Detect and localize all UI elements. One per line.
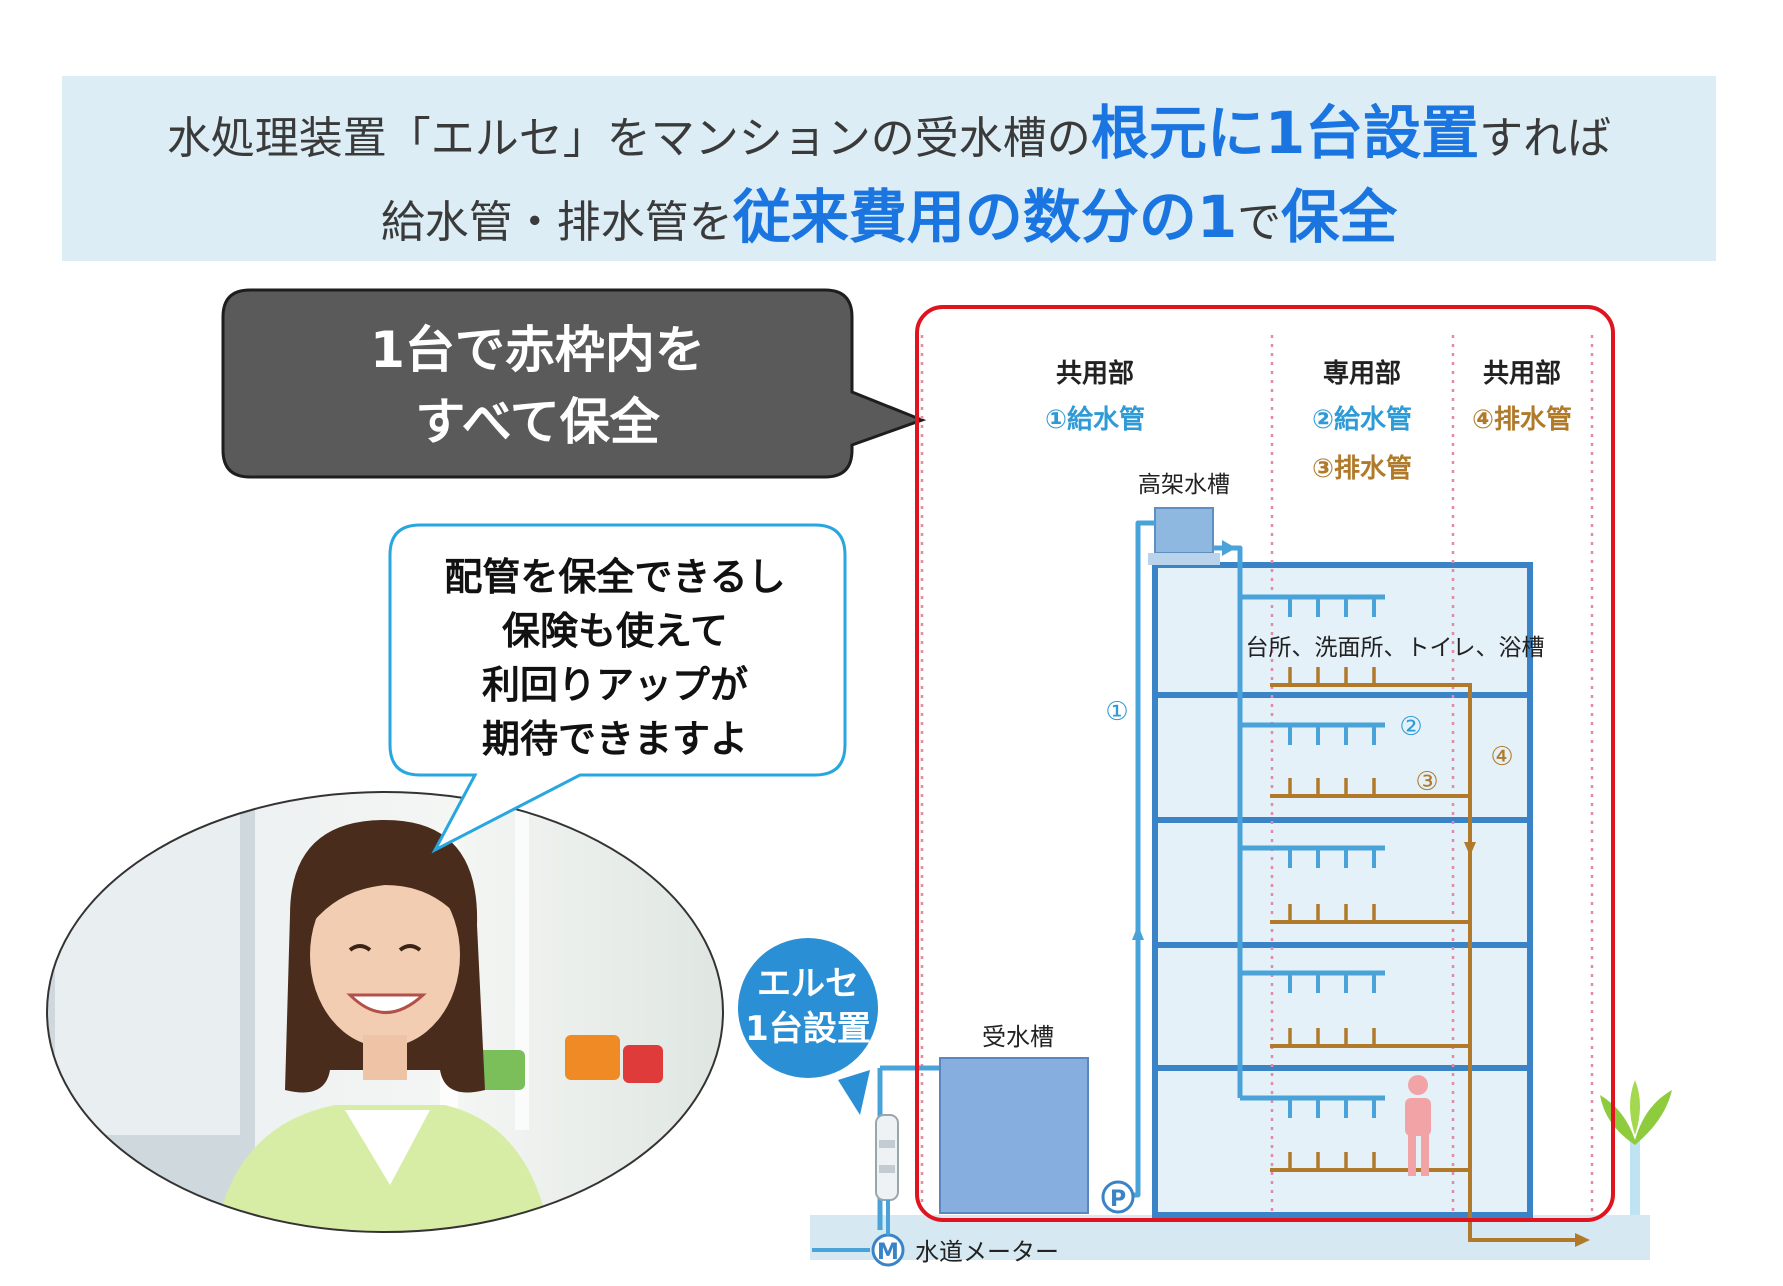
drain-pipe xyxy=(1270,683,1575,1242)
marker-4: ④ xyxy=(1490,742,1513,772)
zone2-pipe-2: ③排水管 xyxy=(1312,454,1412,484)
headline-line2-prefix: 給水管・排水管を xyxy=(380,197,733,248)
building-frame xyxy=(1152,562,1533,1218)
meter-symbol: M xyxy=(877,1240,899,1265)
headline-line2-emphasis: 従来費用の数分の1 xyxy=(732,183,1238,251)
headline-line-2: 給水管・排水管を従来費用の数分の1で保全 xyxy=(62,188,1716,246)
zone3-title: 共用部 xyxy=(1483,359,1561,389)
zone1-title: 共用部 xyxy=(1056,359,1134,389)
pump-icon xyxy=(1101,1180,1135,1214)
zone2-title: 専用部 xyxy=(1323,359,1401,389)
meter-label: 水道メーター xyxy=(915,1238,1059,1266)
headline-line-1: 水処理装置「エルセ」をマンションの受水槽の根元に1台設置すれば xyxy=(62,104,1716,162)
dark-callout-line-2: すべて保全 xyxy=(415,393,660,451)
woman-photo xyxy=(46,791,724,1233)
headline-line2-middle: で xyxy=(1237,197,1282,248)
dark-callout-line-1: 1台で赤枠内を xyxy=(370,321,705,379)
marker-1: ① xyxy=(1105,697,1128,727)
marker-3: ③ xyxy=(1415,767,1438,797)
person-icon xyxy=(1405,1075,1431,1176)
elevated-tank-shape xyxy=(1154,507,1214,554)
drain-stubs xyxy=(1288,667,1376,1170)
building-shape xyxy=(1155,565,1530,1215)
fixtures-label: 台所、洗面所、トイレ、浴槽 xyxy=(1246,635,1545,661)
ground-shape xyxy=(810,1215,1650,1260)
speech-line-4: 期待できますよ xyxy=(481,716,748,761)
device-badge-line-2: 1台設置 xyxy=(745,1009,871,1049)
marker-2: ② xyxy=(1399,712,1422,742)
smile-shape xyxy=(346,993,427,1014)
speech-line-1: 配管を保全できるし xyxy=(444,554,786,599)
headline-line1-suffix: すれば xyxy=(1479,113,1612,164)
headline-banner: 水処理装置「エルセ」をマンションの受水槽の根元に1台設置すれば 給水管・排水管を… xyxy=(62,76,1716,261)
headline-line2-emphasis2: 保全 xyxy=(1281,183,1398,251)
red-frame xyxy=(915,305,1615,1222)
speech-line-2: 保険も使えて xyxy=(501,608,729,653)
water-treatment-device-icon xyxy=(875,1114,899,1201)
tree-icon xyxy=(1600,1080,1672,1215)
speech-bubble-shape xyxy=(388,523,847,854)
device-badge-line-1: エルセ xyxy=(757,964,859,1004)
zone1-pipe-1: ①給水管 xyxy=(1045,404,1145,435)
elevated-tank-label: 高架水槽 xyxy=(1138,472,1230,498)
supply-stubs xyxy=(1288,597,1376,1118)
zone3-pipe-1: ④排水管 xyxy=(1472,405,1572,435)
face-shape xyxy=(310,863,460,1047)
receiving-tank-label: 受水槽 xyxy=(982,1023,1054,1051)
zone-dividers xyxy=(920,335,1594,1215)
zone2-pipe-1: ②給水管 xyxy=(1312,404,1412,435)
receiving-tank-shape xyxy=(939,1057,1089,1214)
headline-line1-prefix: 水処理装置「エルセ」をマンションの受水槽の xyxy=(166,113,1091,164)
headline-line1-emphasis: 根元に1台設置 xyxy=(1090,99,1480,167)
speech-line-3: 利回りアップが xyxy=(481,662,748,707)
device-badge-shape xyxy=(738,938,878,1078)
pump-symbol: P xyxy=(1110,1187,1126,1212)
